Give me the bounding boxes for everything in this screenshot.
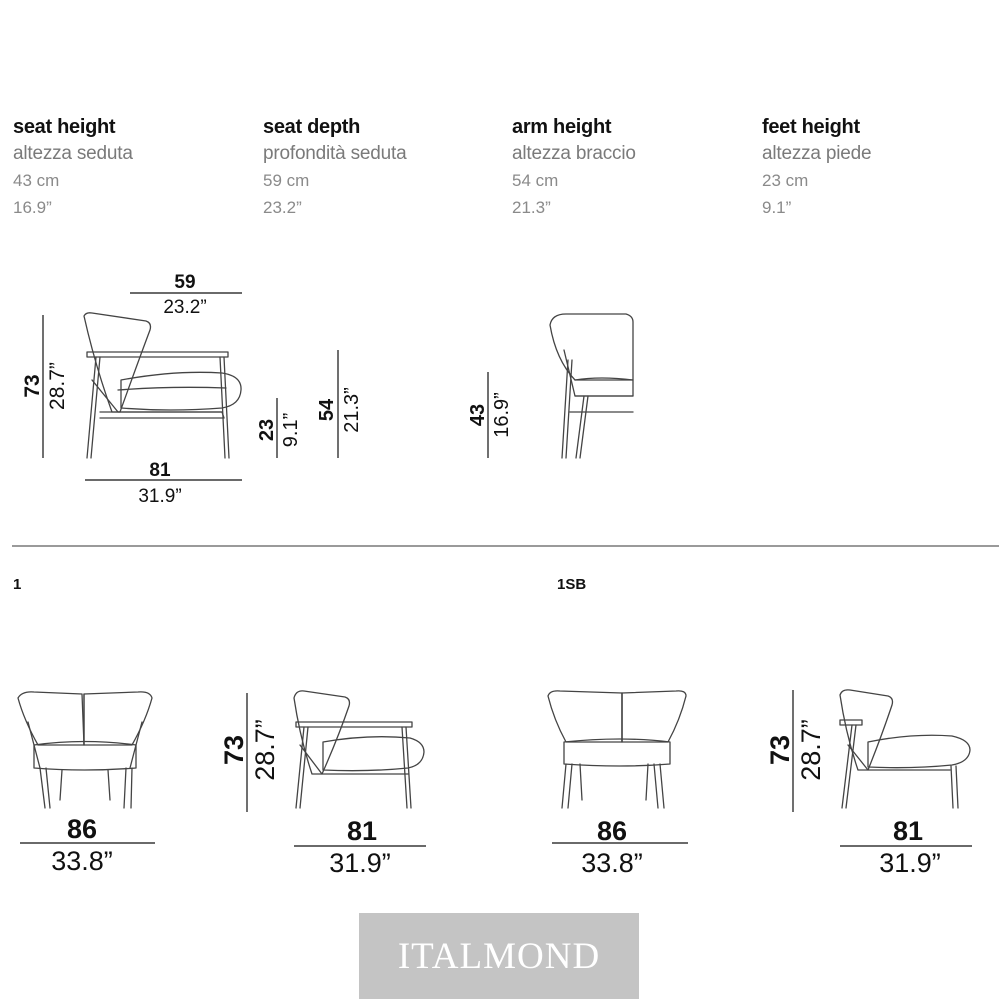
- seat-cm-label: 43: [467, 404, 489, 426]
- spec-title: seat depth: [263, 116, 361, 138]
- spec-subtitle: profondità seduta: [263, 143, 407, 164]
- width-cm-label: 81: [149, 460, 171, 481]
- v1-height-cm-label: 73: [219, 735, 249, 765]
- v1-depth-in-label: 31.9”: [329, 848, 391, 878]
- italmond-logo: ITALMOND: [359, 913, 639, 999]
- v1sb-height-in-label: 28.7”: [796, 719, 826, 781]
- v1-depth-cm-label: 81: [347, 816, 377, 846]
- v1sb-width-cm-label: 86: [597, 816, 627, 846]
- v1-height-in-label: 28.7”: [250, 719, 280, 781]
- section-divider: [12, 545, 999, 547]
- spec-title: feet height: [762, 116, 860, 138]
- spec-title: seat height: [13, 116, 116, 138]
- v1sb-width-in-label: 33.8”: [581, 848, 643, 878]
- variant-label-1sb: 1SB: [557, 576, 587, 593]
- v1sb-height-cm-label: 73: [765, 735, 795, 765]
- variant-1sb-front-view: [547, 690, 687, 809]
- variant-label-1: 1: [13, 576, 22, 593]
- arm-cm-label: 54: [316, 398, 338, 421]
- spec-seat-height: seat height altezza seduta 43 cm 16.9”: [13, 114, 243, 221]
- arm-in-label: 21.3”: [341, 387, 363, 433]
- variant-1-side-view: [293, 690, 425, 809]
- height-in-label: 28.7”: [46, 362, 69, 410]
- logo-text: ITALMOND: [397, 935, 601, 977]
- v1sb-depth-in-label: 31.9”: [879, 848, 941, 878]
- variant-1-front-view: [17, 691, 153, 809]
- depth-cm-label: 59: [174, 272, 195, 293]
- spec-title: arm height: [512, 116, 612, 138]
- depth-in-label: 23.2”: [163, 297, 206, 318]
- spec-subtitle: altezza seduta: [13, 143, 133, 164]
- seat-in-label: 16.9”: [491, 392, 513, 438]
- chair-profile-view: [549, 313, 634, 459]
- height-cm-label: 73: [21, 374, 44, 397]
- spec-arm-height: arm height altezza braccio 54 cm 21.3”: [512, 114, 742, 221]
- width-in-label: 31.9”: [138, 486, 181, 507]
- v1-width-in-label: 33.8”: [51, 846, 113, 876]
- variant-1sb-side-view: [839, 689, 971, 809]
- spec-inch: 9.1”: [762, 198, 792, 217]
- spec-cm: 59 cm: [263, 171, 310, 190]
- spec-subtitle: altezza braccio: [512, 143, 636, 164]
- spec-feet-height: feet height altezza piede 23 cm 9.1”: [762, 114, 992, 221]
- v1sb-depth-cm-label: 81: [893, 816, 923, 846]
- spec-cm: 23 cm: [762, 171, 809, 190]
- feet-in-label: 9.1”: [280, 413, 302, 447]
- spec-inch: 16.9”: [13, 198, 52, 217]
- spec-seat-depth: seat depth profondità seduta 59 cm 23.2”: [263, 114, 493, 221]
- spec-inch: 23.2”: [263, 198, 302, 217]
- spec-inch: 21.3”: [512, 198, 551, 217]
- spec-subtitle: altezza piede: [762, 143, 872, 164]
- v1-width-cm-label: 86: [67, 814, 97, 844]
- spec-cm: 54 cm: [512, 171, 559, 190]
- spec-cm: 43 cm: [13, 171, 60, 190]
- feet-cm-label: 23: [256, 419, 278, 441]
- chair-side-view: [83, 312, 242, 459]
